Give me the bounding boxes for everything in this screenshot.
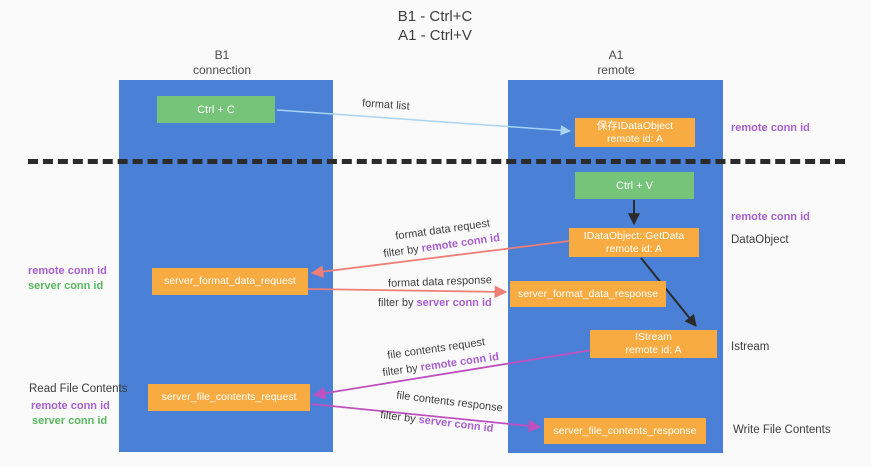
right-label-write-file-contents: Write File Contents: [733, 424, 831, 436]
right-label-istream: Istream: [731, 341, 770, 353]
left-label-server-conn-id-top: server conn id: [28, 280, 104, 292]
lane-b1-subtitle: connection: [192, 63, 252, 77]
filter-server-conn-id-2: server conn id: [417, 413, 495, 435]
filter-by-text-1: filter by: [382, 243, 420, 261]
dashed-divider: [28, 159, 845, 164]
right-label-dataobject: DataObject: [731, 234, 789, 246]
left-label-read-file-contents: Read File Contents: [29, 383, 128, 395]
label-filter-server-1: filter by server conn id: [378, 297, 492, 309]
node-server-format-data-request: server_format_data_request: [152, 268, 308, 295]
node-getdata-line2: remote id: A: [605, 242, 663, 255]
label-file-contents-response: file contents response: [396, 390, 504, 415]
node-getdata: IDataObject::GetData remote id: A: [569, 228, 699, 257]
label-format-data-response-text: format data response: [387, 274, 493, 290]
lane-header-a1: A1 remote: [546, 48, 686, 78]
node-ctrl-v: Ctrl + V: [575, 172, 694, 199]
node-server-format-data-response-label: server_format_data_response: [517, 287, 659, 300]
node-save-dataobject-line2: remote id: A: [606, 132, 664, 145]
label-file-contents-response-text: file contents response: [395, 389, 504, 415]
node-server-file-contents-request: server_file_contents_request: [148, 384, 310, 411]
node-save-dataobject: 保存IDataObject remote id: A: [575, 118, 695, 147]
node-istream-line1: IStream: [635, 331, 672, 343]
label-format-data-response: format data response: [388, 274, 492, 290]
left-label-remote-conn-id-bottom: remote conn id: [31, 400, 110, 412]
title-line1: B1 - Ctrl+C: [397, 8, 473, 25]
node-save-dataobject-line1: 保存IDataObject: [596, 119, 674, 132]
label-filter-server-2: filter by server conn id: [380, 409, 494, 435]
right-label-remote-conn-id-mid: remote conn id: [731, 211, 810, 223]
filter-by-text-3: filter by: [381, 362, 419, 380]
lane-b1-name: B1: [214, 48, 230, 62]
filter-by-text-2: filter by: [378, 297, 414, 309]
node-server-file-contents-request-label: server_file_contents_request: [161, 391, 297, 403]
label-format-list: format list: [362, 97, 410, 112]
node-istream: IStream remote id: A: [590, 330, 717, 358]
lane-a1-name: A1: [608, 48, 624, 62]
lane-header-b1: B1 connection: [152, 48, 292, 78]
label-format-list-text: format list: [361, 97, 411, 113]
node-server-file-contents-response-label: server_file_contents_response: [553, 424, 697, 437]
filter-server-conn-id-1: server conn id: [416, 297, 492, 309]
left-label-server-conn-id-bottom: server conn id: [32, 415, 108, 427]
arrow-format-data-response: [307, 285, 508, 299]
node-istream-line2: remote id: A: [625, 344, 682, 356]
node-server-file-contents-response: server_file_contents_response: [544, 418, 706, 444]
node-server-format-data-request-label: server_format_data_request: [164, 275, 296, 287]
node-getdata-line1: IDataObject::GetData: [583, 229, 685, 242]
lane-a1-subtitle: remote: [597, 63, 635, 77]
diagram-title: B1 - Ctrl+C A1 - Ctrl+V: [330, 7, 540, 45]
right-label-remote-conn-id-top: remote conn id: [731, 122, 810, 134]
filter-by-text-4: filter by: [379, 409, 417, 426]
title-line2: A1 - Ctrl+V: [398, 27, 472, 44]
left-label-remote-conn-id-top: remote conn id: [28, 265, 107, 277]
node-ctrl-c: Ctrl + C: [157, 96, 275, 123]
node-ctrl-v-label: Ctrl + V: [616, 179, 653, 192]
node-ctrl-c-label: Ctrl + C: [197, 103, 235, 116]
node-server-format-data-response: server_format_data_response: [510, 281, 666, 307]
